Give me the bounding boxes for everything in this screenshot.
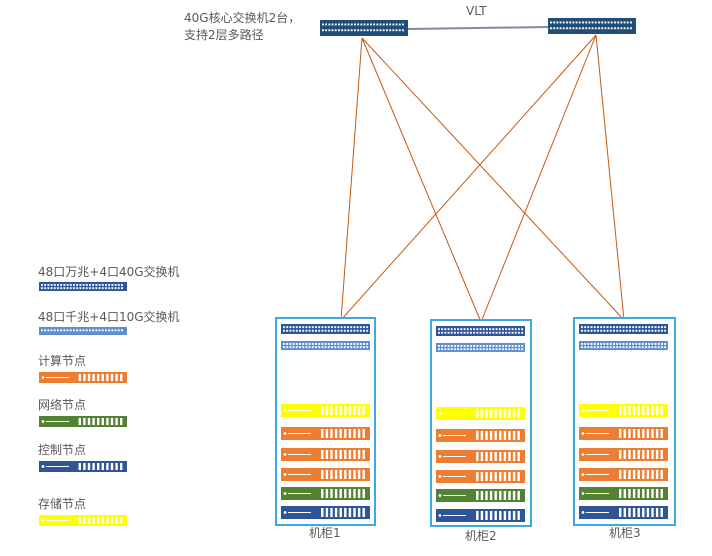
cabinet-label-1: 机柜1 (309, 526, 341, 540)
control-device (436, 509, 525, 522)
compute-device (436, 450, 525, 463)
switch10g-device (436, 343, 525, 352)
storage-device (579, 404, 668, 417)
compute-device (436, 429, 525, 442)
uplink-line-core2-cabinet2 (480, 34, 597, 323)
legend-icon-control (39, 461, 127, 472)
legend-icon-switch10g (39, 327, 127, 335)
core-caption-line1: 40G核心交换机2台， (184, 11, 301, 25)
switch40g-device (281, 324, 370, 334)
core-switch-1 (320, 20, 408, 36)
storage-device (436, 407, 525, 420)
compute-device (436, 470, 525, 483)
compute-device (579, 427, 668, 440)
uplink-line-core1-cabinet1 (340, 37, 363, 321)
compute-device (281, 448, 370, 461)
compute-device (281, 427, 370, 440)
legend-icon-network (39, 416, 127, 427)
network-device (579, 487, 668, 500)
uplink-line-core2-cabinet3 (595, 34, 625, 321)
uplink-line-core1-cabinet2 (361, 37, 482, 323)
core-caption-line2: 支持2层多路径 (184, 28, 264, 42)
cabinet-2 (430, 319, 532, 527)
legend-label-storage: 存储节点 (38, 497, 87, 511)
vlt-link-line (407, 26, 549, 30)
storage-device (281, 404, 370, 417)
legend-label-switch40g: 48口万兆+4口40G交换机 (38, 265, 180, 279)
legend-label-network: 网络节点 (38, 398, 87, 412)
switch10g-device (579, 341, 668, 350)
legend-label-switch10g: 48口千兆+4口10G交换机 (38, 310, 180, 324)
uplink-line-core1-cabinet3 (361, 37, 625, 321)
network-device (436, 489, 525, 502)
cabinet-1 (275, 317, 376, 526)
uplink-links (340, 34, 625, 323)
cabinet-label-2: 机柜2 (465, 529, 497, 543)
network-device (281, 487, 370, 500)
switch40g-device (579, 324, 668, 334)
legend-label-control: 控制节点 (38, 443, 87, 457)
compute-device (281, 468, 370, 481)
cabinet-3 (573, 317, 676, 526)
switch40g-device (436, 326, 525, 336)
control-device (281, 506, 370, 519)
legend-icon-compute (39, 372, 127, 383)
vlt-label: VLT (466, 4, 487, 18)
compute-device (579, 468, 668, 481)
legend-icon-storage (39, 515, 127, 526)
compute-device (579, 448, 668, 461)
control-device (579, 506, 668, 519)
core-switch-2 (548, 18, 636, 34)
uplink-line-core2-cabinet1 (340, 34, 597, 321)
cabinet-label-3: 机柜3 (609, 526, 641, 540)
legend-icon-switch40g (39, 282, 127, 291)
legend-label-compute: 计算节点 (38, 354, 87, 368)
switch10g-device (281, 341, 370, 350)
